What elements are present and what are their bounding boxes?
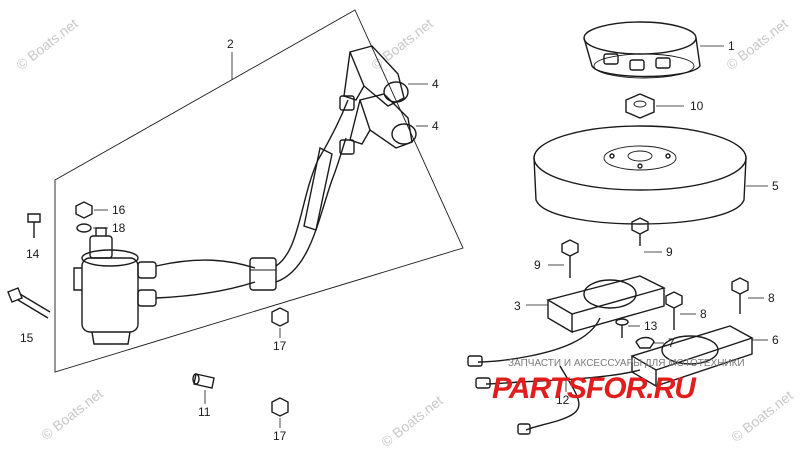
connector-12[interactable] — [467, 355, 531, 435]
wire-harness — [477, 317, 601, 363]
callout-12: 12 — [556, 393, 570, 407]
wire-harness-b — [485, 369, 641, 385]
callout-9-left: 9 — [534, 258, 541, 272]
callout-8-center: 8 — [700, 307, 707, 321]
callout-3: 3 — [514, 299, 521, 313]
nut-16[interactable] — [75, 201, 93, 219]
callout-4-upper: 4 — [432, 77, 439, 91]
callout-13: 13 — [644, 319, 658, 333]
callout-5: 5 — [772, 179, 779, 193]
ht-lead-upper — [155, 259, 256, 269]
callout-9-right: 9 — [666, 245, 673, 259]
bolt-14[interactable] — [27, 213, 41, 238]
flywheel-nut[interactable] — [625, 93, 655, 119]
callout-8-right: 8 — [768, 291, 775, 305]
watermark-text: © Boats.net — [728, 387, 796, 445]
callout-1: 1 — [728, 39, 735, 53]
callout-18: 18 — [112, 221, 126, 235]
spark-plug-cap-lower[interactable] — [339, 93, 417, 155]
bolt-8-center[interactable] — [665, 291, 683, 330]
spark-plug-cap-upper[interactable] — [339, 45, 409, 111]
callout-7: 7 — [668, 336, 675, 350]
starter-pulley[interactable] — [583, 21, 701, 79]
callout-2: 2 — [227, 37, 234, 51]
callout-15: 15 — [20, 331, 34, 345]
long-bolt-15[interactable] — [7, 287, 51, 319]
callout-14: 14 — [26, 247, 40, 261]
ignition-coil[interactable] — [73, 227, 157, 345]
ht-lead-lower — [155, 281, 256, 299]
washer-18[interactable] — [76, 223, 92, 233]
nut-17-upper[interactable] — [271, 307, 289, 327]
callout-4-lower: 4 — [432, 119, 439, 133]
clip-7[interactable] — [635, 336, 655, 349]
callout-17-upper: 17 — [273, 339, 287, 353]
callout-17-lower: 17 — [273, 429, 287, 443]
ht-lead-sleeve — [303, 146, 333, 231]
bolt-8-right[interactable] — [731, 277, 749, 314]
watermark-text: © Boats.net — [368, 15, 436, 73]
watermark-text: © Boats.net — [38, 385, 106, 443]
callout-11: 11 — [198, 405, 211, 419]
callout-6: 6 — [772, 333, 779, 347]
pulser-coil[interactable] — [630, 325, 754, 388]
exciter-coil[interactable] — [546, 275, 666, 334]
flywheel[interactable] — [533, 125, 747, 225]
screw-13[interactable] — [615, 318, 629, 338]
brand-logo: PARTSFOR.RU — [492, 372, 697, 405]
callout-16: 16 — [112, 203, 126, 217]
dowel-pin-11[interactable] — [192, 373, 215, 389]
ignition-coil-assembly-frame — [54, 9, 464, 373]
ht-lead-to-cap-b — [275, 137, 347, 283]
nut-17-lower[interactable] — [271, 397, 289, 417]
watermark-text: © Boats.net — [13, 15, 81, 73]
lead-clamp — [249, 257, 277, 291]
brand-tagline: ЗАПЧАСТИ И АКСЕССУАРЫ ДЛЯ МОТОТЕХНИКИ — [508, 358, 745, 369]
callout-10: 10 — [690, 99, 704, 113]
bolt-9-right[interactable] — [631, 217, 649, 246]
wire-harness-c — [525, 365, 580, 431]
bolt-9-left[interactable] — [561, 239, 579, 278]
watermark-text: © Boats.net — [378, 392, 446, 450]
